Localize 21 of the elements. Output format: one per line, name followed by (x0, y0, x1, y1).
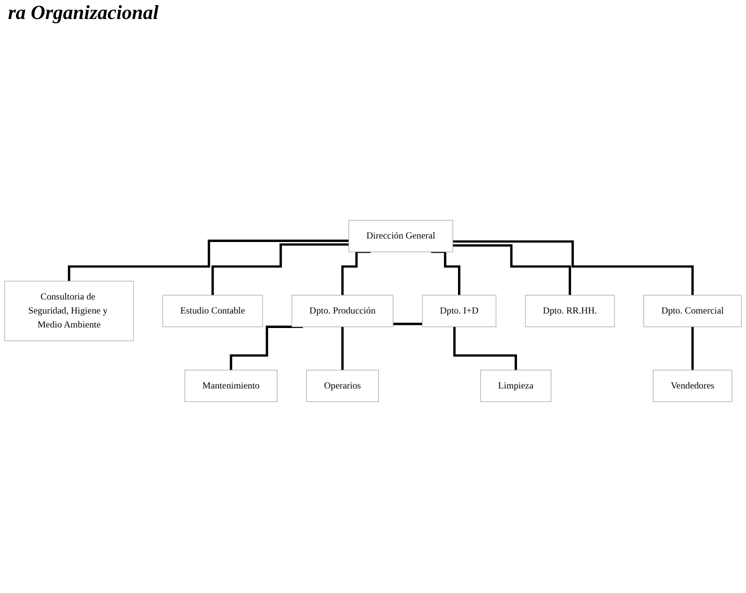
connector (68, 240, 349, 282)
node-box: Vendedores (652, 370, 732, 402)
node-box: Estudio Contable (162, 294, 263, 328)
connector (341, 250, 371, 296)
connector (452, 240, 694, 296)
node-box: Dpto. I+D (422, 294, 496, 328)
connector (691, 326, 694, 372)
node-box: Dpto. Producción (292, 294, 394, 328)
node-box: Dpto. Comercial (643, 294, 742, 328)
connector (431, 250, 460, 296)
connector (212, 243, 349, 296)
node-box: Mantenimiento (184, 370, 278, 402)
connector (230, 326, 303, 372)
connector (452, 244, 572, 296)
node-box: Limpieza (480, 370, 552, 402)
node-box: Operarios (306, 370, 379, 402)
node-box: Dpto. RR.HH. (524, 294, 615, 328)
node-box: Dirección General (348, 220, 454, 252)
diagram-title: ra Organizacional (8, 2, 159, 25)
node-box: Consultoria de Seguridad, Higiene y Medio Ambiente (4, 280, 134, 342)
connector (341, 326, 344, 372)
